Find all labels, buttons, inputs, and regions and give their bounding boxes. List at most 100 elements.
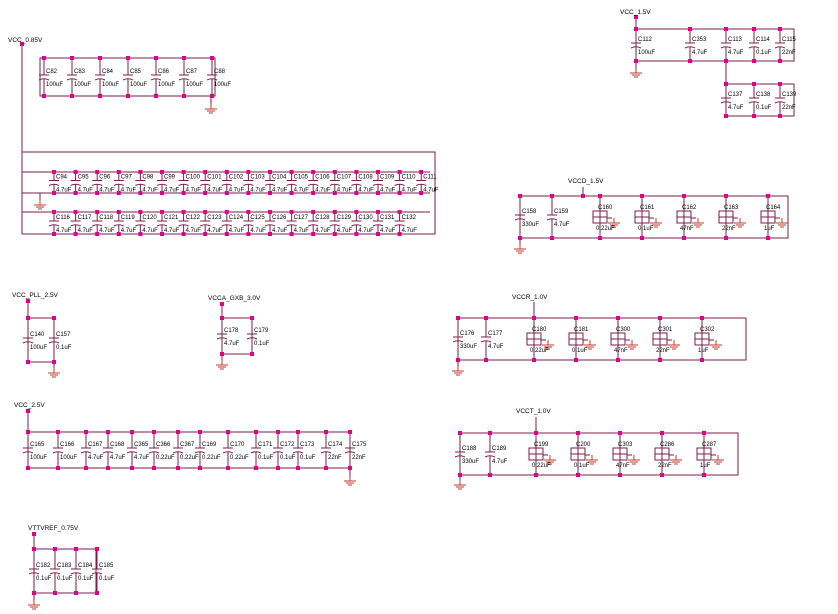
- ground-symbol: [544, 455, 556, 465]
- vcct-loop: [459, 432, 739, 476]
- cap-plate-curved: [156, 183, 168, 186]
- capacitor-c365: [126, 432, 138, 468]
- junction-dot: [198, 430, 202, 434]
- junction-dot: [74, 591, 78, 595]
- vcc15-bottom-loop: [725, 83, 795, 117]
- cap-value-c164: 1uF: [764, 226, 775, 232]
- junction-dot: [26, 316, 30, 320]
- ground-symbol: [584, 340, 596, 350]
- cap-ref-c172: C172: [280, 442, 295, 448]
- cap-ref-c123: C123: [207, 215, 222, 221]
- cap-ref-c303: C303: [618, 442, 633, 448]
- junction-dot: [138, 232, 143, 236]
- cap-plate-curved: [264, 224, 276, 227]
- cap-value-c88: 100uF: [214, 82, 231, 88]
- junction-dot: [324, 466, 328, 470]
- ground-symbol: [344, 476, 356, 486]
- junction-dot: [634, 59, 638, 63]
- cap-value-c106: 4.7uF: [315, 188, 331, 194]
- cap-ref-c109: C109: [380, 175, 395, 181]
- junction-dot: [534, 431, 538, 435]
- ground-symbol: [586, 455, 598, 465]
- cap-plate-curved: [102, 451, 114, 454]
- junction-dot: [752, 114, 756, 118]
- rail-label-vcct: VCCT_1.0V: [516, 408, 551, 415]
- junction-dot: [311, 191, 316, 195]
- junction-dot: [766, 236, 770, 240]
- cap-ref-c85: C85: [130, 69, 142, 75]
- junction-dot: [634, 27, 638, 31]
- junction-dot: [220, 352, 224, 356]
- junction-dot: [53, 591, 57, 595]
- cap-plate-curved: [351, 224, 362, 227]
- junction-dot: [95, 210, 100, 214]
- cap-ref-c99: C99: [164, 175, 176, 181]
- cap-plate-curved: [48, 183, 60, 186]
- junction-dot: [488, 473, 492, 477]
- cap-value-c181: 0.1uF: [572, 348, 588, 354]
- junction-dot: [138, 191, 143, 195]
- cap-ref-c122: C122: [186, 215, 201, 221]
- cap-plate-curved: [630, 46, 642, 49]
- junction-dot: [289, 170, 294, 174]
- cap-value-c116: 4.7uF: [56, 228, 72, 234]
- rail-label-vccd-15: VCCD_1.5V: [568, 178, 604, 185]
- cap-plate-curved: [222, 451, 234, 454]
- junction-dot: [397, 232, 402, 236]
- cap-value-c87: 100uF: [186, 82, 203, 88]
- cap-ref-c160: C160: [598, 205, 613, 211]
- cap-value-c113: 4.7uF: [728, 50, 744, 56]
- ground-symbol: [630, 68, 642, 78]
- cap-ref-c108: C108: [358, 175, 373, 181]
- cap-value-c366: 0.22uF: [156, 455, 175, 461]
- cap-plate-curved: [286, 224, 297, 227]
- cap-value-c163: 22nF: [722, 226, 736, 232]
- junction-dot: [296, 466, 300, 470]
- junction-dot: [254, 466, 258, 470]
- cap-plate-curved: [292, 451, 304, 454]
- cap-plate-curved: [66, 78, 78, 81]
- cap-plate-curved: [774, 101, 786, 104]
- junction-dot: [52, 210, 56, 214]
- cap-ref-c366: C366: [156, 442, 171, 448]
- junction-dot: [419, 170, 424, 174]
- junction-dot: [354, 170, 359, 174]
- cap-value-c160: 0.22uF: [596, 226, 615, 232]
- cap-ref-c167: C167: [88, 442, 103, 448]
- junction-dot: [532, 358, 536, 362]
- cap-plate-curved: [194, 451, 206, 454]
- cap-value-c104: 4.7uF: [272, 188, 288, 194]
- capacitor-c301: [652, 318, 672, 360]
- junction-dot: [126, 56, 130, 60]
- capacitor-c113: [720, 29, 732, 61]
- junction-dot: [181, 170, 186, 174]
- junction-dot: [52, 232, 56, 236]
- cap-ref-c185: C185: [99, 563, 114, 569]
- capacitor-c199: [528, 433, 548, 475]
- vcc15-top-loop: [635, 28, 795, 62]
- cap-ref-c103: C103: [250, 175, 265, 181]
- rail-label-vcca-gxb: VCCA_GXB_3.0V: [208, 295, 261, 302]
- cap-value-c110: 4.7uF: [402, 188, 418, 194]
- rail-label-vccr: VCCR_1.0V: [512, 294, 548, 301]
- junction-dot: [52, 316, 56, 320]
- junction-dot: [348, 466, 352, 470]
- cap-value-c199: 0.22uF: [532, 463, 551, 469]
- cap-ref-c119: C119: [121, 215, 136, 221]
- junction-dot: [640, 236, 644, 240]
- cap-value-c98: 4.7uF: [142, 188, 158, 194]
- junction-dot: [456, 358, 460, 362]
- junction-dot: [224, 232, 229, 236]
- rail-label-vcc-pll: VCC_PLL_2.5V: [12, 292, 59, 299]
- junction-dot: [181, 232, 186, 236]
- cap-ref-c132: C132: [402, 215, 417, 221]
- cap-ref-c159: C159: [554, 209, 569, 215]
- capacitor-c85: [122, 58, 134, 96]
- cap-ref-c174: C174: [328, 442, 343, 448]
- cap-value-c101: 4.7uF: [207, 188, 223, 194]
- ground-symbol: [216, 360, 228, 370]
- cap-ref-c102: C102: [229, 175, 244, 181]
- capacitor-c160: [592, 196, 612, 238]
- cap-value-c161: 0.1uF: [638, 226, 654, 232]
- cap-plate-curved: [307, 224, 319, 227]
